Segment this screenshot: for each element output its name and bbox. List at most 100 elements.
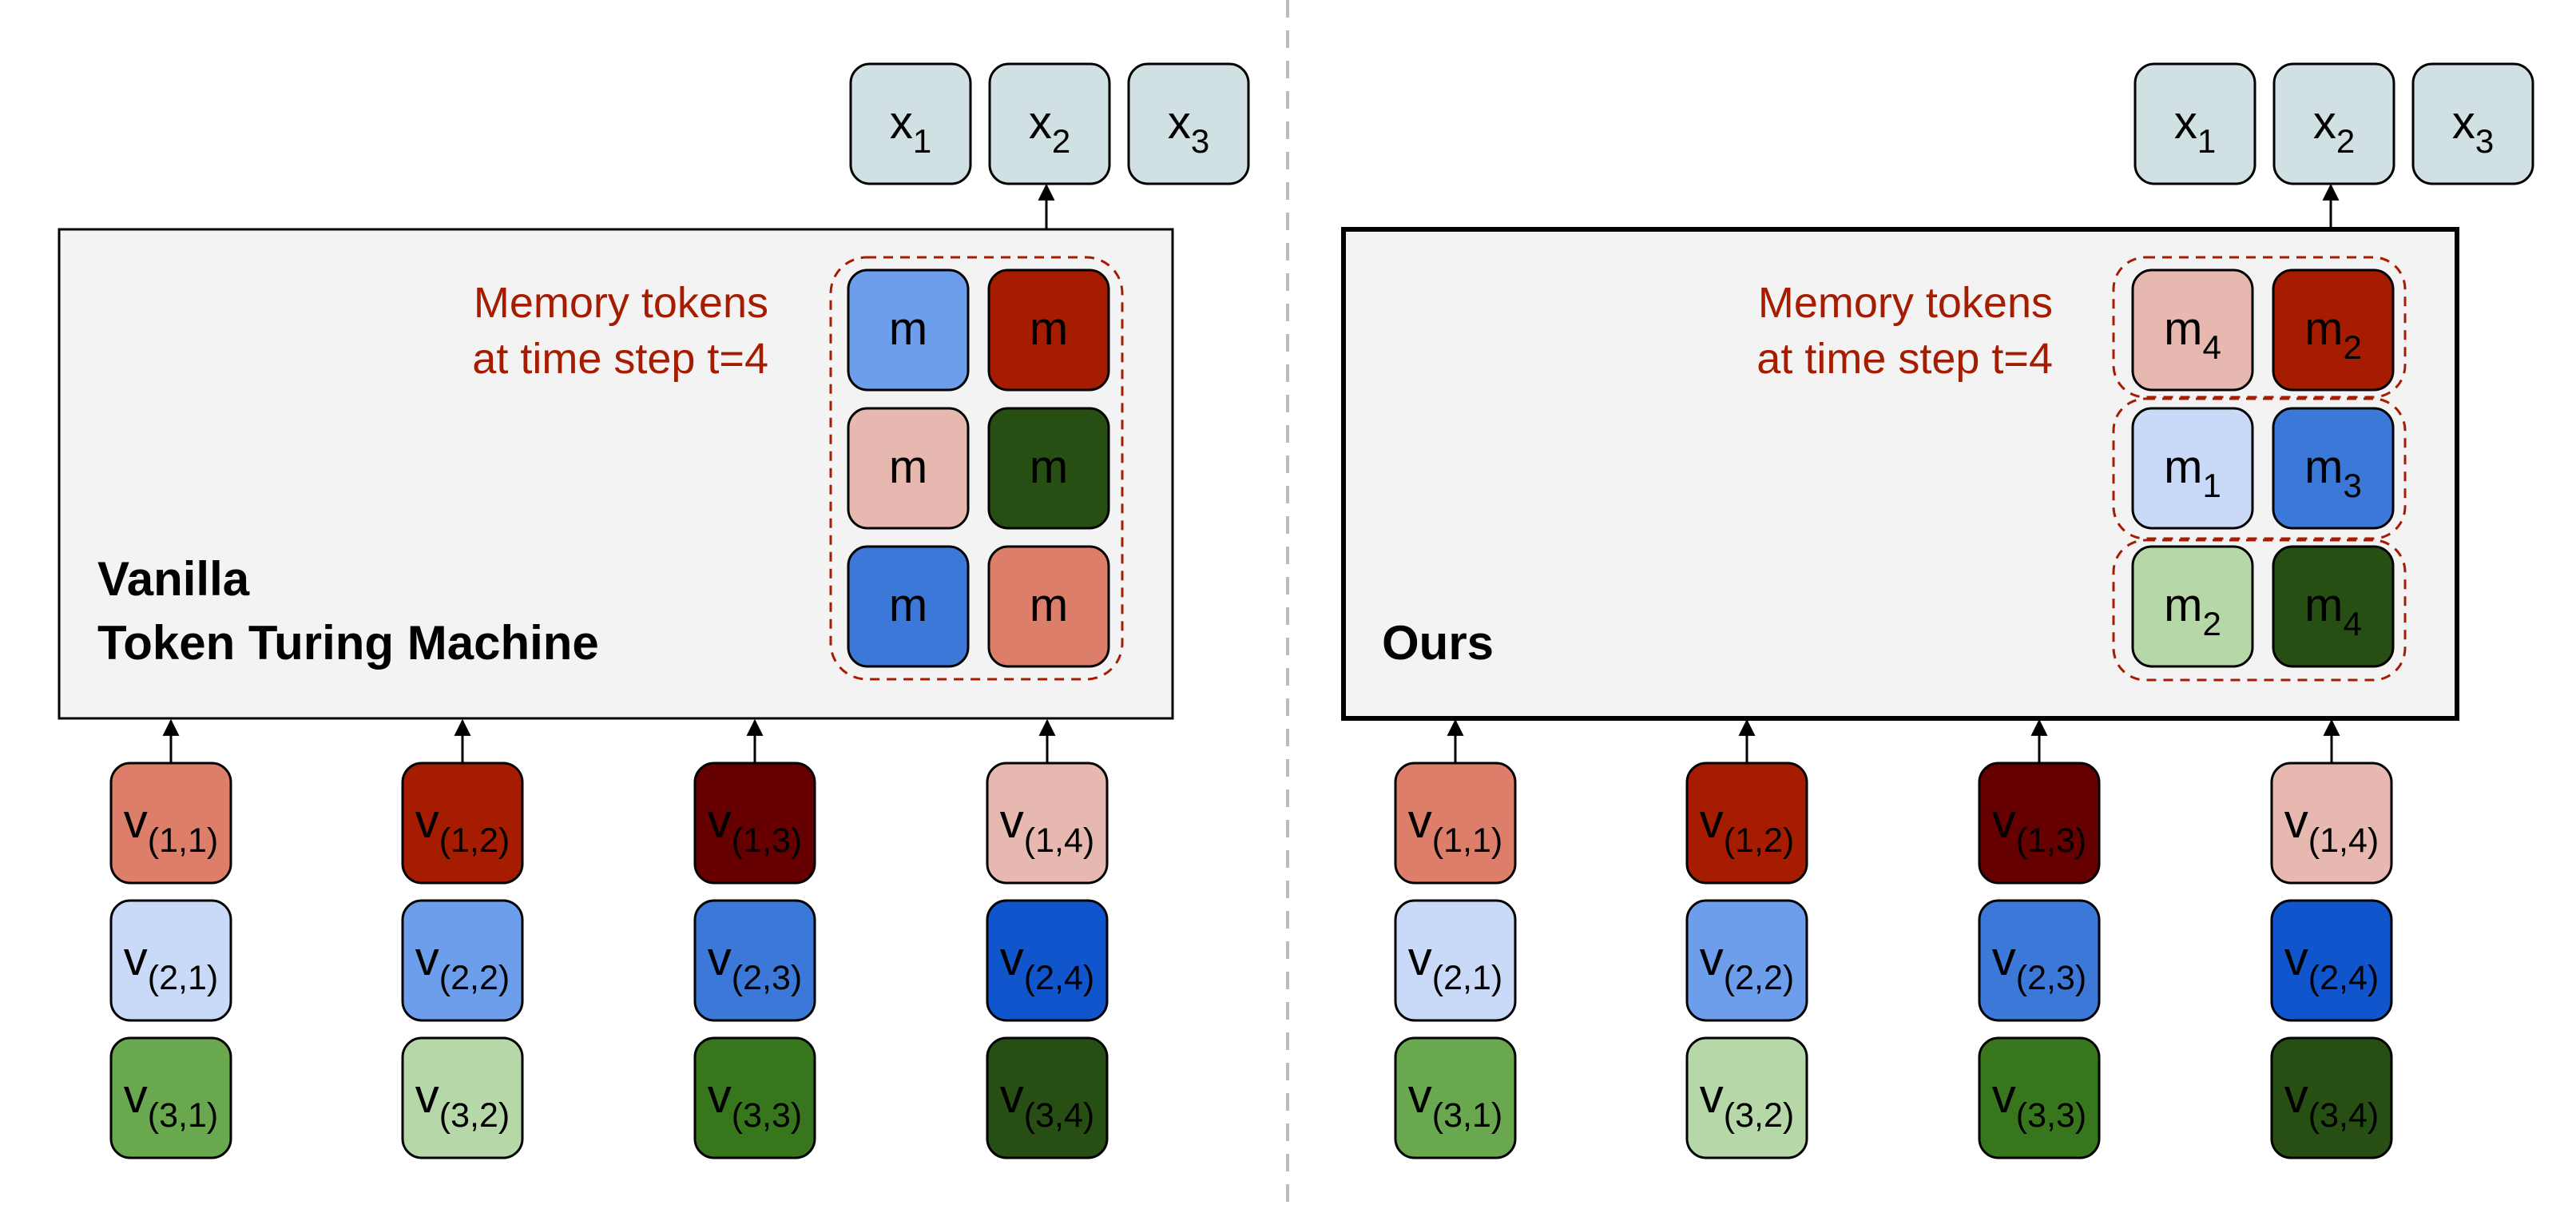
- output-token-x3-base: x: [2452, 97, 2475, 149]
- right-input-token-2-4-subscript: (2,4): [2308, 959, 2379, 997]
- right-input-token-1-1-base: v: [1408, 794, 1432, 848]
- right-input-token-3-1: v(3,1): [1394, 1036, 1517, 1159]
- output-token-x1-tile: [849, 62, 972, 185]
- right-input-token-1-3-label: v(1,3): [1992, 794, 2086, 860]
- output-token-x3: x3: [1127, 62, 1250, 185]
- right-input-token-1-1-subscript: (1,1): [1432, 821, 1502, 860]
- output-token-x1-base: x: [2174, 97, 2197, 149]
- right-input-token-1-4-base: v: [2284, 794, 2308, 848]
- left-input-token-2-2-base: v: [415, 932, 439, 985]
- left-memory-token-2: m: [987, 268, 1110, 392]
- output-token-x3-label: x3: [1168, 97, 1209, 160]
- left-memory-token-3-label: m: [889, 441, 927, 493]
- left-input-token-2-2-subscript: (2,2): [439, 959, 510, 997]
- right-input-token-3-2-base: v: [1700, 1069, 1724, 1123]
- output-token-x2: x2: [2272, 62, 2395, 185]
- right-input-token-1-4: v(1,4): [2270, 762, 2393, 885]
- left-model-title-line2: Token Turing Machine: [97, 616, 599, 670]
- output-token-x3-label: x3: [2452, 97, 2494, 160]
- left-input-token-2-1: v(2,1): [109, 899, 232, 1022]
- right-input-token-1-4-label: v(1,4): [2284, 794, 2379, 860]
- right-input-token-3-2-label: v(3,2): [1700, 1069, 1794, 1135]
- left-input-token-3-3-base: v: [708, 1069, 732, 1123]
- left-input-token-2-3-base: v: [708, 932, 732, 985]
- left-input-token-2-4-label: v(2,4): [1000, 932, 1094, 997]
- right-input-token-3-1-tile: [1394, 1036, 1517, 1159]
- left-input-token-2-4: v(2,4): [986, 899, 1109, 1022]
- right-input-token-2-3: v(2,3): [1978, 899, 2101, 1022]
- right-input-token-1-1-tile: [1394, 762, 1517, 885]
- right-input-token-1-1: v(1,1): [1394, 762, 1517, 885]
- right-input-token-3-2-tile: [1685, 1036, 1808, 1159]
- left-memory-token-4-label: m: [1030, 441, 1068, 493]
- output-token-x1: x1: [2133, 62, 2256, 185]
- right-input-token-1-3: v(1,3): [1978, 762, 2101, 885]
- right-input-tokens: v(1,1)v(1,2)v(1,3)v(1,4)v(2,1)v(2,2)v(2,…: [1394, 762, 2393, 1159]
- right-input-token-1-2-tile: [1685, 762, 1808, 885]
- right-input-token-2-4-label: v(2,4): [2284, 932, 2379, 997]
- left-input-token-2-3-tile: [693, 899, 816, 1022]
- left-model-title-line1: Vanilla: [97, 552, 250, 606]
- right-input-token-3-4: v(3,4): [2270, 1036, 2393, 1159]
- left-input-token-1-4-base: v: [1000, 794, 1024, 848]
- right-memory-token-3: m1: [2131, 407, 2254, 530]
- left-input-token-2-4-tile: [986, 899, 1109, 1022]
- output-token-x2-base: x: [2313, 97, 2336, 149]
- right-input-token-3-3-base: v: [1992, 1069, 2016, 1123]
- left-input-token-2-2-label: v(2,2): [415, 932, 510, 997]
- left-input-token-1-1-label: v(1,1): [124, 794, 218, 860]
- left-input-token-3-4-subscript: (3,4): [1024, 1096, 1094, 1135]
- right-memory-token-3-label: m1: [2164, 441, 2221, 504]
- left-input-token-1-2-subscript: (1,2): [439, 821, 510, 860]
- left-input-arrows: [162, 718, 1056, 763]
- output-token-x3-base: x: [1168, 97, 1191, 149]
- right-memory-token-4-base: m: [2304, 441, 2343, 493]
- right-input-token-3-4-base: v: [2284, 1069, 2308, 1123]
- output-token-x3-subscript: 3: [1191, 122, 1209, 160]
- right-memory-token-5: m2: [2131, 545, 2254, 668]
- left-memory-token-5-base: m: [889, 579, 927, 631]
- right-memory-token-1-base: m: [2164, 303, 2202, 355]
- left-memory-token-5-label: m: [889, 579, 927, 631]
- left-input-token-3-1-tile: [109, 1036, 232, 1159]
- left-input-token-3-4-label: v(3,4): [1000, 1069, 1094, 1135]
- right-memory-token-5-base: m: [2164, 579, 2202, 631]
- right-input-token-3-2-subscript: (3,2): [1724, 1096, 1794, 1135]
- left-input-token-2-3-label: v(2,3): [708, 932, 802, 997]
- left-input-token-1-3-tile: [693, 762, 816, 885]
- right-input-token-1-2: v(1,2): [1685, 762, 1808, 885]
- right-memory-label-line1: Memory tokens: [1758, 279, 2053, 327]
- right-input-token-2-3-base: v: [1992, 932, 2016, 985]
- output-token-x2-subscript: 2: [1052, 122, 1070, 160]
- left-input-token-1-4-tile: [986, 762, 1109, 885]
- right-memory-token-4: m3: [2272, 407, 2395, 530]
- left-input-token-2-4-subscript: (2,4): [1024, 959, 1094, 997]
- left-memory-token-6: m: [987, 545, 1110, 668]
- right-input-token-2-2-label: v(2,2): [1700, 932, 1794, 997]
- right-input-token-1-3-tile: [1978, 762, 2101, 885]
- right-input-token-2-1-label: v(2,1): [1408, 932, 1502, 997]
- left-memory-token-3-base: m: [889, 441, 927, 493]
- left-memory-label-line1: Memory tokens: [474, 279, 768, 327]
- left-input-tokens: v(1,1)v(1,2)v(1,3)v(1,4)v(2,1)v(2,2)v(2,…: [109, 762, 1109, 1159]
- left-input-token-1-4: v(1,4): [986, 762, 1109, 885]
- left-input-token-2-2: v(2,2): [401, 899, 524, 1022]
- left-memory-token-1-tile: [847, 268, 970, 392]
- output-token-x1-label: x1: [890, 97, 931, 160]
- right-input-token-2-3-subscript: (2,3): [2016, 959, 2086, 997]
- right-memory-token-5-label: m2: [2164, 579, 2221, 642]
- output-token-x1-tile: [2133, 62, 2256, 185]
- left-memory-token-2-tile: [987, 268, 1110, 392]
- left-input-token-3-4-base: v: [1000, 1069, 1024, 1123]
- right-input-token-1-3-base: v: [1992, 794, 2016, 848]
- output-token-x2-tile: [2272, 62, 2395, 185]
- left-memory-token-3-tile: [847, 407, 970, 530]
- output-token-x1-subscript: 1: [913, 122, 931, 160]
- right-memory-token-2-tile: [2272, 268, 2395, 392]
- right-input-token-2-2-base: v: [1700, 932, 1724, 985]
- left-input-token-1-2-label: v(1,2): [415, 794, 510, 860]
